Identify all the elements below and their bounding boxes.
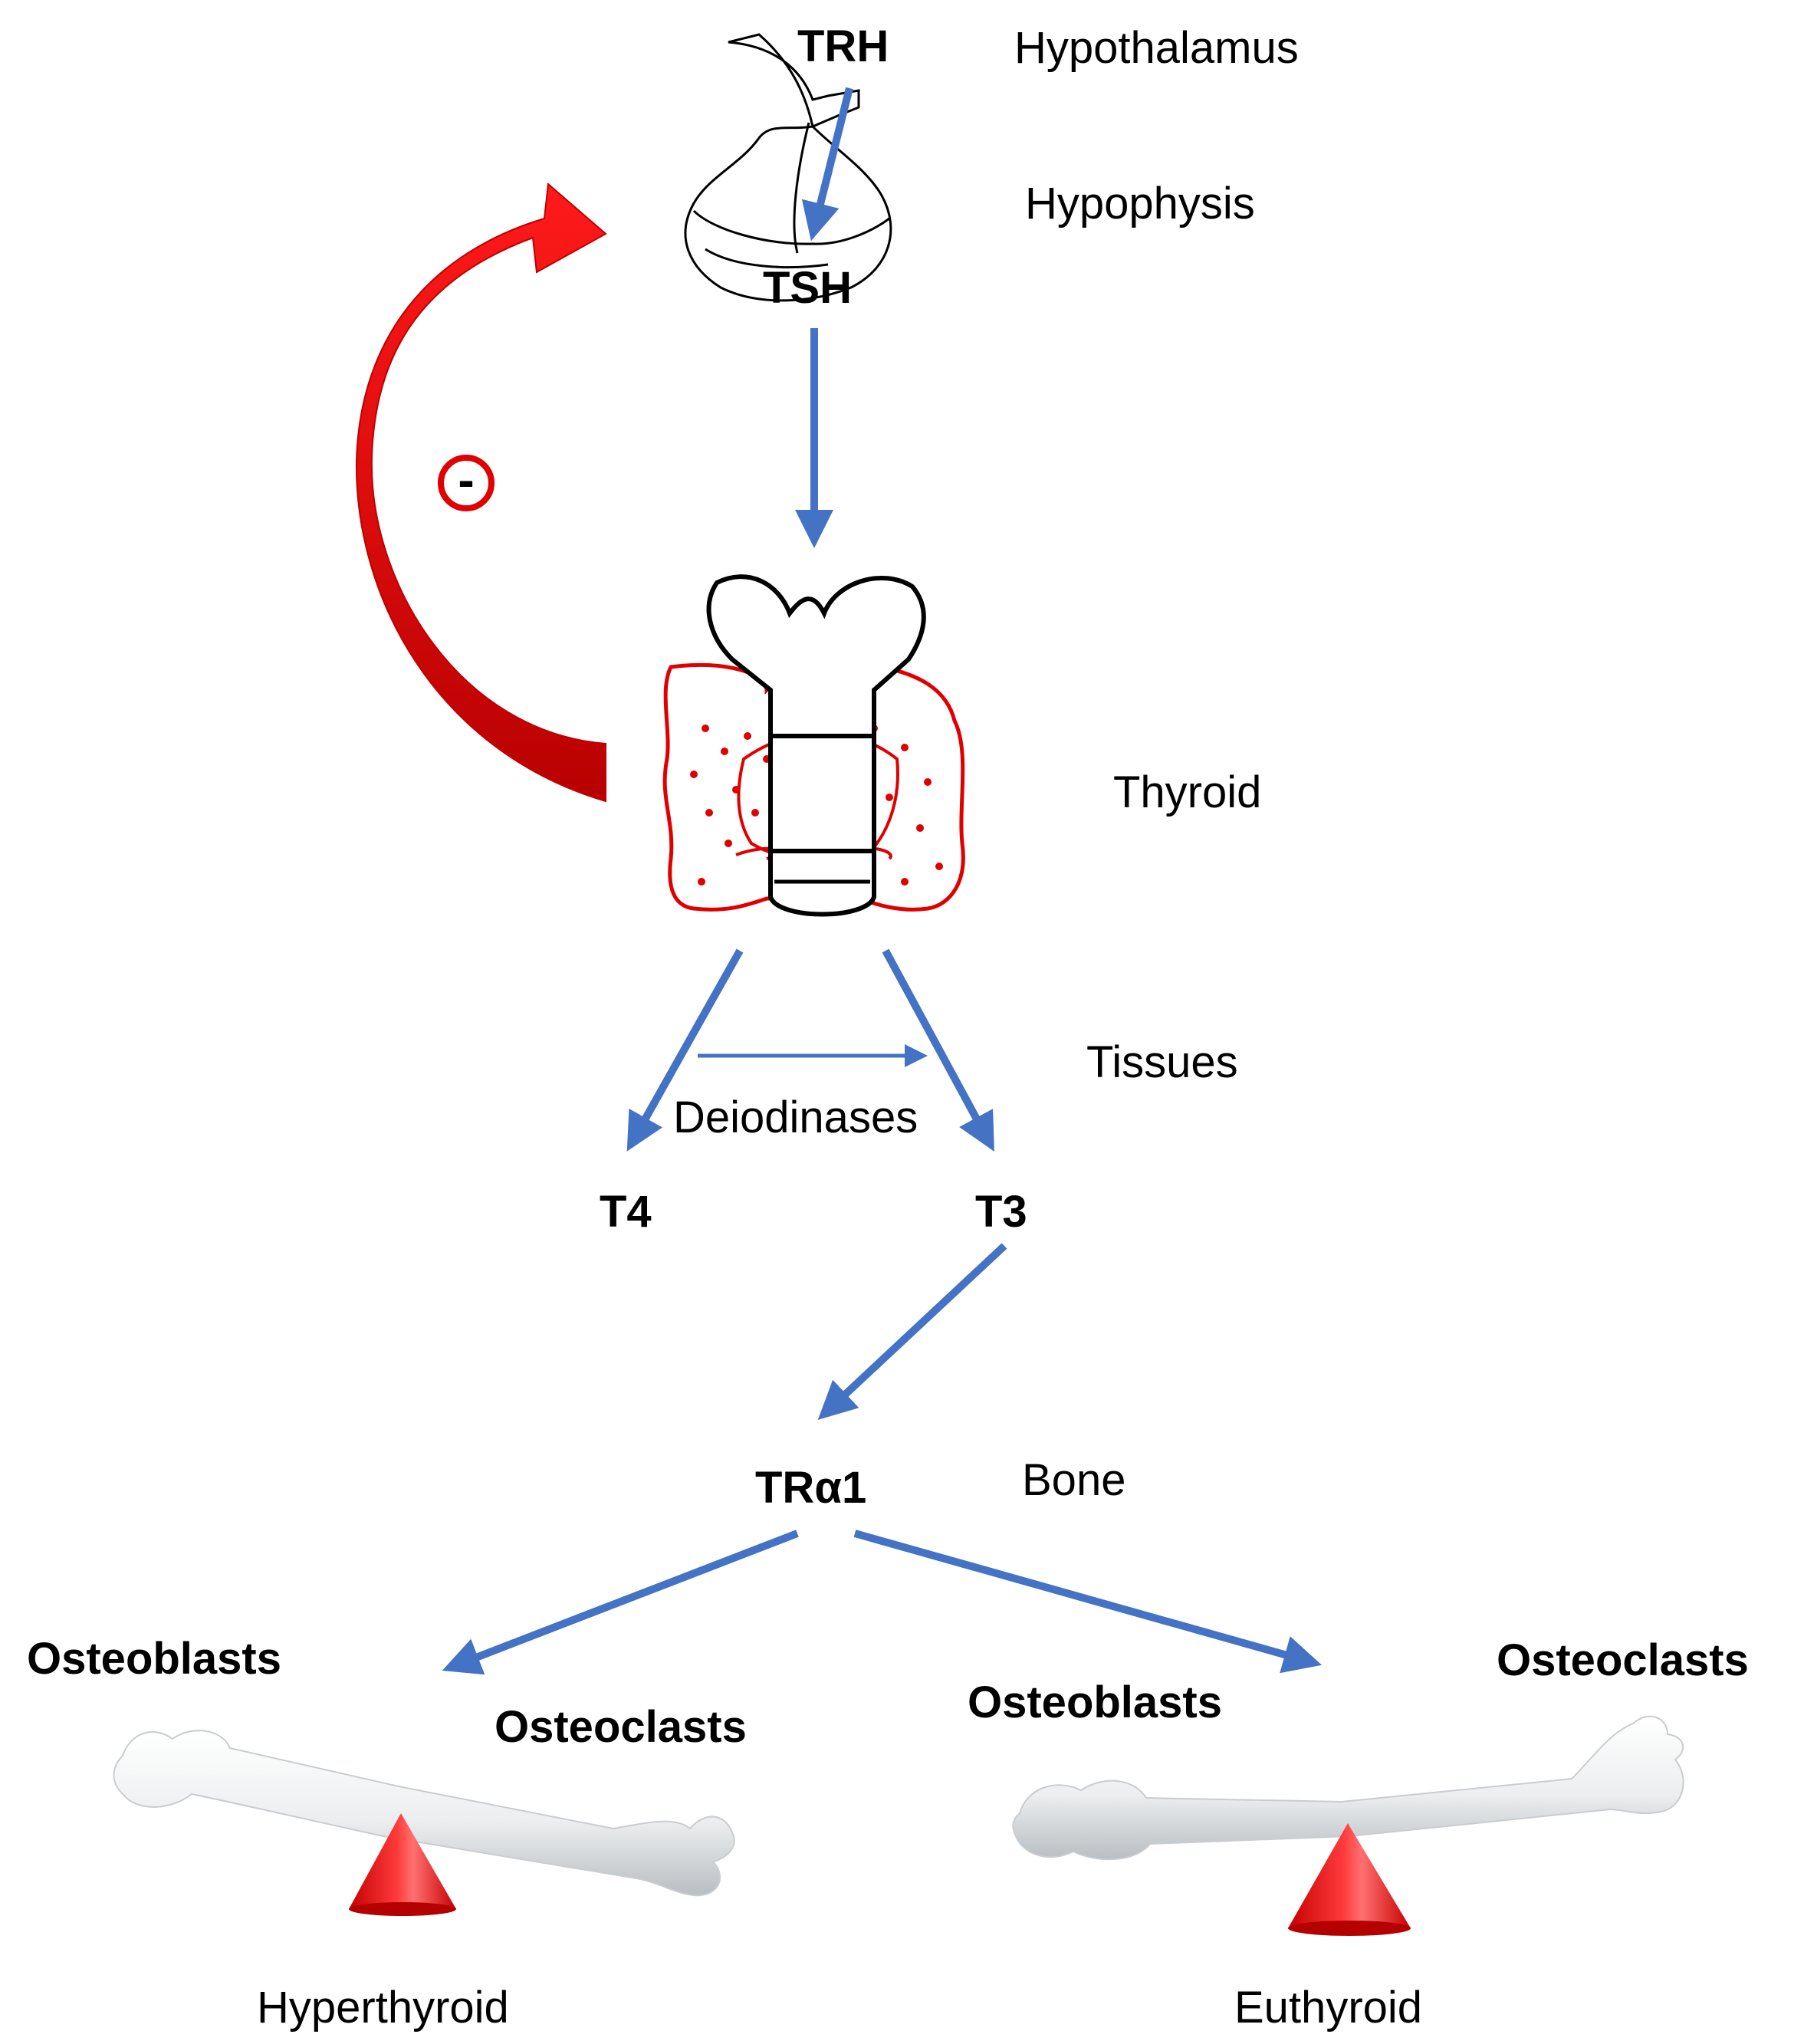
hypophysis-label: Hypophysis <box>1025 179 1255 228</box>
hypothalamus-label: Hypothalamus <box>1014 23 1299 73</box>
arrow-tra1-to-euthyroid <box>853 1530 1323 1674</box>
feedback-minus-circle <box>438 455 495 511</box>
arrow-trh-to-tsh <box>801 87 853 242</box>
hyperthyroid-label: Hyperthyroid <box>257 1983 509 2032</box>
arrow-thyroid-to-t4 <box>626 948 744 1152</box>
negative-feedback-arrow <box>355 182 607 803</box>
euthyroid-label: Euthyroid <box>1234 1983 1422 2032</box>
tsh-label: TSH <box>763 263 852 313</box>
bone-icon <box>113 1730 735 1897</box>
tra1-label: TRα1 <box>755 1463 866 1513</box>
bone-icon <box>1012 1715 1684 1861</box>
thyroid-label: Thyroid <box>1113 767 1261 817</box>
feedback-minus-sign: - <box>458 452 474 508</box>
tissues-label: Tissues <box>1086 1037 1238 1087</box>
right-osteoclasts-label: Osteoclasts <box>1497 1635 1749 1685</box>
thyroid-gland-icon <box>662 574 965 917</box>
fulcrum-base <box>349 1902 456 1916</box>
t4-label: T4 <box>600 1187 652 1237</box>
arrow-thyroid-to-t3 <box>882 948 994 1152</box>
arrow-tra1-to-hyperthyroid <box>442 1530 799 1675</box>
cone-fulcrum-icon <box>349 1813 456 1915</box>
fulcrum-base <box>1288 1921 1411 1936</box>
deiodinases-label: Deiodinases <box>673 1093 918 1142</box>
arrow-t3-to-tra1 <box>817 1243 1007 1421</box>
pituitary-gland-icon <box>684 33 892 302</box>
left-osteoblasts-label: Osteoblasts <box>27 1634 281 1684</box>
left-osteoclasts-label: Osteoclasts <box>495 1702 747 1752</box>
trh-label: TRH <box>797 21 889 71</box>
cone-fulcrum-icon <box>1288 1823 1411 1935</box>
t3-label: T3 <box>975 1187 1027 1237</box>
bone-label: Bone <box>1022 1455 1125 1505</box>
right-osteoblasts-label: Osteoblasts <box>968 1678 1222 1727</box>
